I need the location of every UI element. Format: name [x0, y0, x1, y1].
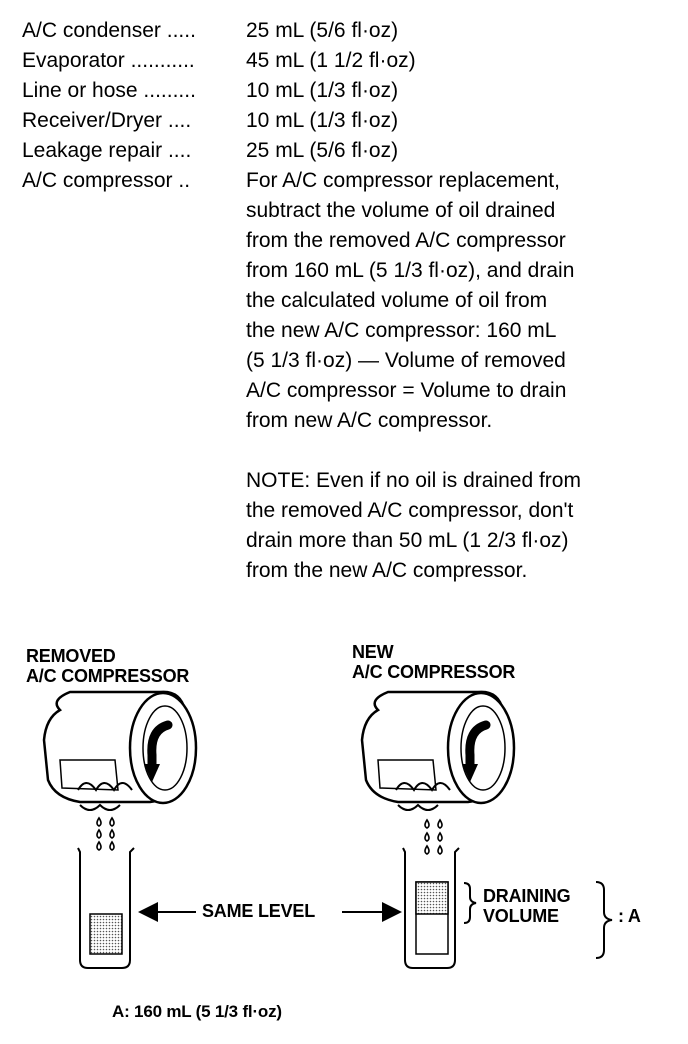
graduated-cylinder-icon — [402, 847, 460, 969]
removed-compressor-icon — [42, 690, 198, 811]
spec-leader: .... — [162, 109, 192, 132]
spec-label: Receiver/Dryer — [22, 109, 163, 132]
same-level-label: SAME LEVEL — [202, 901, 316, 921]
oil-drain-diagram: REMOVED A/C COMPRESSOR NEW A/C COMPRESSO… — [0, 630, 688, 1044]
oil-drop-icon — [424, 818, 443, 855]
instruction-line: subtract the volume of oil drained — [246, 199, 556, 222]
spec-row-leakage-repair: Leakage repair .... 25 mL (5/6 fl·oz) — [22, 136, 672, 166]
spec-value: 25 mL (5/6 fl·oz) — [246, 139, 399, 162]
spec-leader: ........... — [124, 49, 195, 72]
spec-value: 10 mL (1/3 fl·oz) — [246, 109, 399, 132]
instruction-line: the calculated volume of oil from — [246, 289, 548, 312]
instruction-line: from the removed A/C compressor — [246, 229, 566, 252]
footnote-a: A: 160 mL (5 1/3 fl·oz) — [112, 1002, 282, 1021]
compressor-instructions: For A/C compressor replacement, subtract… — [246, 166, 672, 586]
spec-row-line-hose: Line or hose ......... 10 mL (1/3 fl·oz) — [22, 76, 672, 106]
spec-row-receiver-dryer: Receiver/Dryer .... 10 mL (1/3 fl·oz) — [22, 106, 672, 136]
instruction-line: the new A/C compressor: 160 mL — [246, 319, 557, 342]
spec-value: 10 mL (1/3 fl·oz) — [246, 79, 399, 102]
instruction-line: (5 1/3 fl·oz) — Volume of removed — [246, 349, 566, 372]
removed-compressor-title: REMOVED A/C COMPRESSOR — [26, 646, 190, 686]
bracket-icon — [463, 882, 477, 924]
spec-label: Line or hose — [22, 79, 138, 102]
note-line: NOTE: Even if no oil is drained from — [246, 469, 581, 492]
instruction-line: A/C compressor = Volume to drain — [246, 379, 567, 402]
spec-row-condenser: A/C condenser ..... 25 mL (5/6 fl·oz) — [22, 16, 672, 46]
note-line: from the new A/C compressor. — [246, 559, 528, 582]
spec-label: Evaporator — [22, 49, 125, 72]
spec-label: Leakage repair — [22, 139, 163, 162]
spec-label: A/C compressor — [22, 169, 173, 192]
graduated-cylinder-icon — [77, 847, 135, 969]
new-compressor-icon — [360, 690, 516, 811]
rotation-arrow-icon — [462, 720, 491, 782]
instruction-line: from new A/C compressor. — [246, 409, 493, 432]
spec-row-evaporator: Evaporator ........... 45 mL (1 1/2 fl·o… — [22, 46, 672, 76]
bracket-icon — [595, 881, 613, 959]
spec-value: 25 mL (5/6 fl·oz) — [246, 19, 399, 42]
spec-row-compressor: A/C compressor .. For A/C compressor rep… — [22, 166, 672, 586]
note-line: drain more than 50 mL (1 2/3 fl·oz) — [246, 529, 569, 552]
instruction-line: from 160 mL (5 1/3 fl·oz), and drain — [246, 259, 575, 282]
new-compressor-title: NEW A/C COMPRESSOR — [352, 642, 516, 682]
instruction-line: For A/C compressor replacement, — [246, 169, 560, 192]
oil-capacity-list: A/C condenser ..... 25 mL (5/6 fl·oz) Ev… — [22, 16, 672, 586]
draining-volume-label: DRAINING VOLUME — [483, 886, 571, 926]
spec-value: 45 mL (1 1/2 fl·oz) — [246, 49, 416, 72]
note-block: NOTE: Even if no oil is drained from the… — [246, 466, 672, 586]
bracket-a-label: : A — [618, 906, 641, 926]
spec-leader: .. — [172, 169, 191, 192]
oil-drop-icon — [96, 816, 115, 851]
spec-leader: ..... — [160, 19, 196, 42]
spec-leader: ......... — [137, 79, 196, 102]
diagram-artwork — [42, 690, 613, 969]
note-line: the removed A/C compressor, don't — [246, 499, 574, 522]
spec-label: A/C condenser — [22, 19, 161, 42]
spec-leader: .... — [162, 139, 192, 162]
rotation-arrow-icon — [144, 720, 173, 782]
